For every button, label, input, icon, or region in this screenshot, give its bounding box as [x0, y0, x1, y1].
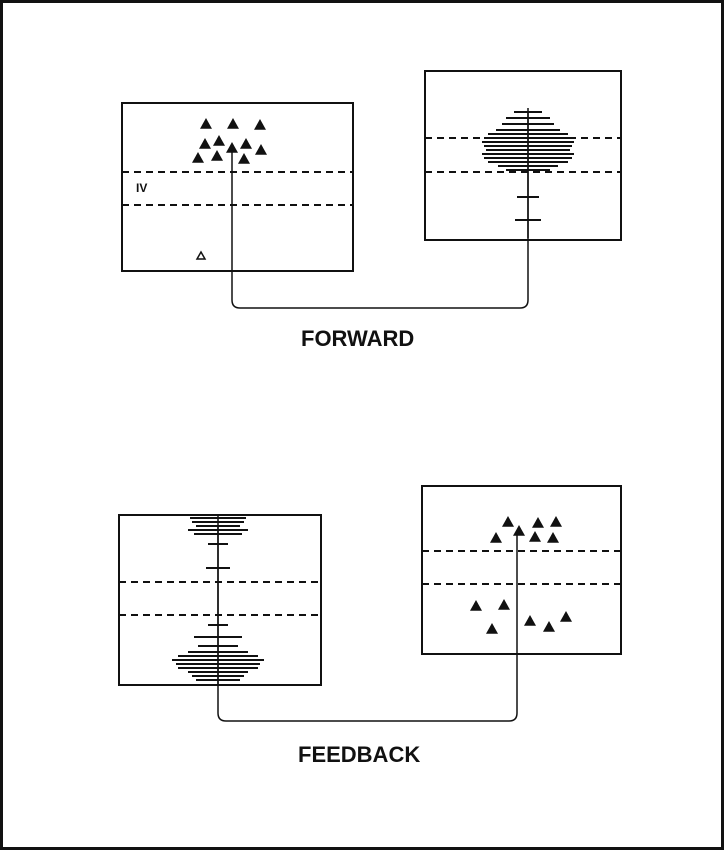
pyramidal-cell [240, 138, 252, 149]
pyramidal-cell [238, 153, 250, 164]
pyramidal-cell [486, 623, 498, 634]
pyramidal-cell [227, 118, 239, 129]
layer-iv-label: IV [136, 181, 147, 195]
pyramidal-cell [502, 516, 514, 527]
forward-source-box [121, 102, 354, 272]
pyramidal-cell [560, 611, 572, 622]
pyramidal-cell [513, 525, 525, 536]
forward-target-box [424, 70, 622, 241]
pyramidal-cell [498, 599, 510, 610]
pyramidal-cell [192, 152, 204, 163]
pyramidal-cell [226, 142, 238, 153]
feedback-caption: FEEDBACK [298, 742, 420, 767]
pyramidal-cell [211, 150, 223, 161]
forward-source-cells [192, 118, 267, 164]
pyramidal-cell [199, 138, 211, 149]
feedback-source-box [421, 485, 622, 655]
pyramidal-cell [255, 144, 267, 155]
forward-diagram: IV FORWARD [121, 70, 622, 351]
pyramidal-cell [200, 118, 212, 129]
feedback-source-cells [470, 516, 572, 634]
pyramidal-cell [550, 516, 562, 527]
pyramidal-cell [213, 135, 225, 146]
pyramidal-cell [254, 119, 266, 130]
forward-caption: FORWARD [301, 326, 414, 351]
forward-projection-axon [231, 112, 529, 309]
feedback-target-box [118, 514, 322, 686]
forward-open-triangle-marker [195, 250, 207, 260]
pyramidal-cell [470, 600, 482, 611]
pyramidal-cell [524, 615, 536, 626]
feedback-diagram: FEEDBACK [118, 485, 622, 767]
feedback-projection-axon [217, 525, 518, 722]
pyramidal-cell [490, 532, 502, 543]
pyramidal-cell [543, 621, 555, 632]
pyramidal-cell [529, 531, 541, 542]
pyramidal-cell [532, 517, 544, 528]
pyramidal-cell [547, 532, 559, 543]
